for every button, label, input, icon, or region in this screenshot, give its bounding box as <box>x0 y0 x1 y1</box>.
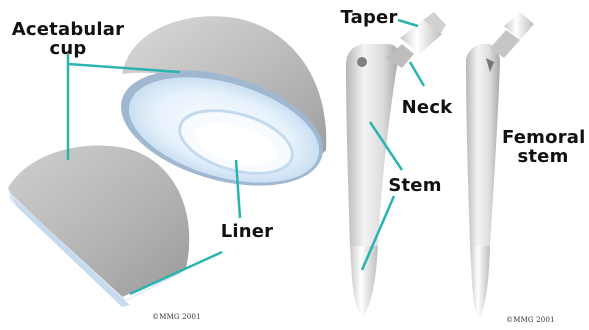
stem-body <box>346 44 399 246</box>
pointer-neck <box>410 62 424 86</box>
label-acetabular-cup-line2: cup <box>4 39 132 58</box>
label-femoral-stem-line2: stem <box>502 147 584 166</box>
side-stem-tip <box>470 246 490 318</box>
stem-tip <box>350 246 378 316</box>
stem-hole <box>357 57 367 67</box>
label-liner: Liner <box>214 222 280 241</box>
copyright-right: ©MMG 2001 <box>506 316 555 324</box>
side-stem-body <box>466 44 500 246</box>
acetabular-cup-lower <box>8 146 189 307</box>
pointer-taper <box>398 20 418 26</box>
label-acetabular-cup-line1: Acetabular <box>4 20 132 39</box>
label-femoral-stem-line1: Femoral <box>502 128 584 147</box>
label-acetabular-cup: Acetabular cup <box>4 20 132 58</box>
label-stem: Stem <box>384 176 446 195</box>
label-femoral-stem: Femoral stem <box>502 128 584 166</box>
label-taper: Taper <box>337 8 401 27</box>
copyright-left: ©MMG 2001 <box>152 313 201 321</box>
label-neck: Neck <box>396 98 458 117</box>
femoral-stem-front <box>346 12 446 316</box>
